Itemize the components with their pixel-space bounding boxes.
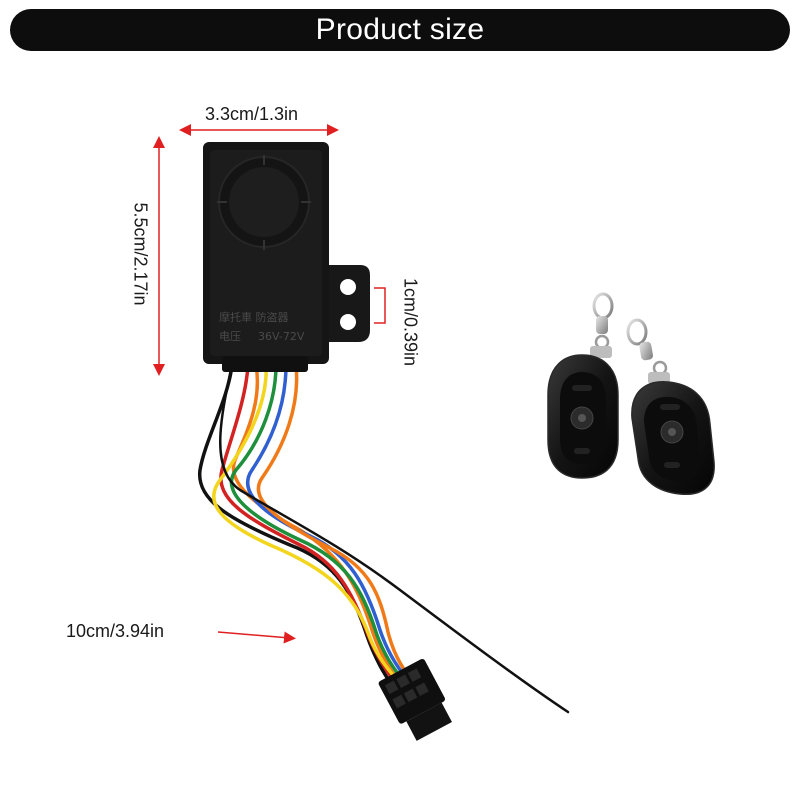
device-label-prefix: 电压 <box>219 330 241 343</box>
title-banner: Product size <box>10 9 790 51</box>
device-label-line1: 摩托車 防盗器 <box>219 310 289 324</box>
remote-fob-right <box>626 318 715 496</box>
wire-bundle <box>198 363 570 714</box>
wire-yellow <box>211 363 410 692</box>
alarm-device: 摩托車 防盗器 电压 36V-72V <box>203 142 370 372</box>
remote-fob-left <box>547 292 619 479</box>
wire-connector <box>378 658 452 741</box>
wire-green <box>229 363 414 692</box>
cable-length-arrow <box>217 631 296 644</box>
wire-orange-b <box>256 363 422 692</box>
wire-long-black <box>219 363 570 714</box>
mounting-hole-top <box>340 279 356 295</box>
width-dimension-label: 3.3cm/1.3in <box>205 104 299 124</box>
banner-title: Product size <box>315 13 485 46</box>
mounting-hole-bottom <box>340 314 356 330</box>
mounting-tab <box>322 265 370 342</box>
hole-spacing-bracket <box>374 287 386 324</box>
cable-length-dimension-label: 10cm/3.94in <box>66 621 165 641</box>
device-label-voltage: 36V-72V <box>258 330 305 343</box>
wire-exit <box>222 356 308 372</box>
